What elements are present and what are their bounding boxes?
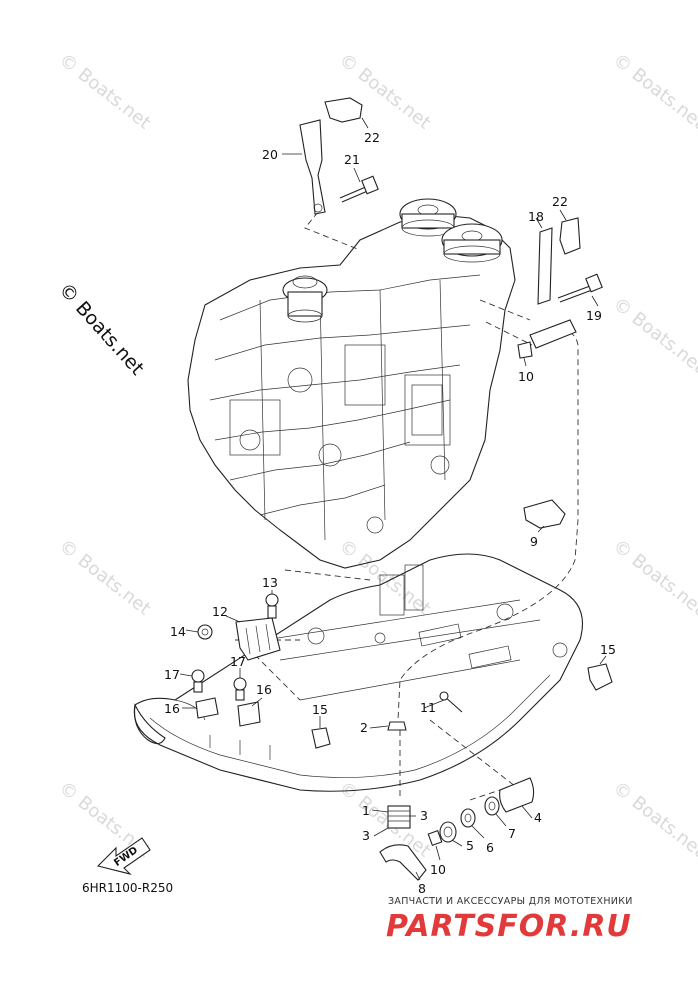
brand-logo: ЗАПЧАСТИ И АКСЕССУАРЫ ДЛЯ МОТОТЕХНИКИ PA… <box>386 896 633 944</box>
callout-20: 20 <box>262 147 278 162</box>
callout-19: 19 <box>586 308 602 323</box>
callout-11: 11 <box>420 700 436 715</box>
callout-3: 3 <box>420 808 428 823</box>
watermark: © Boats.net <box>55 535 154 619</box>
watermark: © Boats.net <box>335 49 434 133</box>
callout-14: 14 <box>170 624 186 639</box>
callout-15: 15 <box>312 702 328 717</box>
callout-13: 13 <box>262 575 278 590</box>
callout-15: 15 <box>600 642 616 657</box>
brand-tagline: ЗАПЧАСТИ И АКСЕССУАРЫ ДЛЯ МОТОТЕХНИКИ <box>388 896 633 907</box>
callout-17: 17 <box>230 654 246 669</box>
watermark: © Boats.net <box>609 49 698 133</box>
callout-10: 10 <box>430 862 446 877</box>
watermark: © Boats.net <box>609 777 698 861</box>
callout-16: 16 <box>164 701 180 716</box>
callout-8: 8 <box>418 881 426 896</box>
callout-2: 2 <box>360 720 368 735</box>
callout-4: 4 <box>534 810 542 825</box>
callout-3: 3 <box>362 828 370 843</box>
callout-7: 7 <box>508 826 516 841</box>
callout-12: 12 <box>212 604 228 619</box>
assembly-lines <box>235 211 579 801</box>
callout-17: 17 <box>164 667 180 682</box>
brand-name: PARTSFOR.RU <box>386 909 632 944</box>
callout-21: 21 <box>344 152 360 167</box>
bottom-cowling <box>133 553 584 792</box>
callout-16: 16 <box>256 682 272 697</box>
callout-9: 9 <box>530 534 538 549</box>
diagram-code: 6HR1100-R250 <box>82 881 173 895</box>
callout-10: 10 <box>518 369 534 384</box>
callout-5: 5 <box>466 838 474 853</box>
engine-block <box>187 198 516 569</box>
watermark: © Boats.net <box>55 49 154 133</box>
callout-18: 18 <box>528 209 544 224</box>
callout-22: 22 <box>552 194 568 209</box>
callout-1: 1 <box>362 803 370 818</box>
callout-22: 22 <box>364 130 380 145</box>
fwd-arrow: FWD <box>96 837 151 876</box>
watermark-large: © Boats.net <box>54 279 148 380</box>
callout-6: 6 <box>486 840 494 855</box>
callout-labels: 22 20 21 22 18 19 10 9 13 12 14 17 17 16… <box>164 130 616 896</box>
watermark: © Boats.net <box>609 293 698 377</box>
small-parts <box>191 97 613 881</box>
watermark: © Boats.net <box>609 535 698 619</box>
leader-lines <box>179 117 607 881</box>
